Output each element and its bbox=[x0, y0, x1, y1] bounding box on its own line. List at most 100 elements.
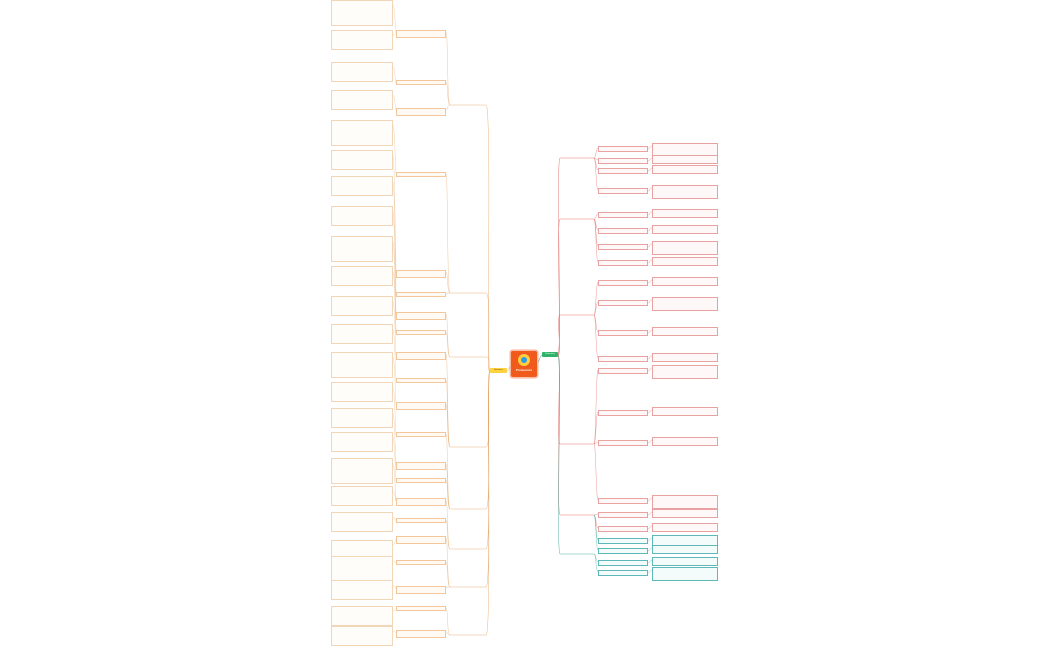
right-detail-node[interactable] bbox=[652, 523, 718, 532]
left-detail-block[interactable] bbox=[331, 408, 393, 428]
left-node[interactable] bbox=[396, 292, 446, 297]
left-detail-block[interactable] bbox=[331, 556, 393, 582]
left-node[interactable] bbox=[396, 586, 446, 594]
right-detail-node[interactable] bbox=[652, 155, 718, 164]
link-line bbox=[445, 561, 451, 588]
right-node[interactable] bbox=[598, 548, 648, 554]
right-detail-node[interactable] bbox=[652, 557, 718, 566]
link-line bbox=[593, 301, 599, 316]
right-detail-node[interactable] bbox=[652, 165, 718, 174]
right-node[interactable] bbox=[598, 168, 648, 174]
right-detail-node[interactable] bbox=[652, 365, 718, 379]
right-detail-node[interactable] bbox=[652, 545, 718, 554]
right-detail-node[interactable] bbox=[652, 495, 718, 509]
link-line bbox=[445, 433, 451, 510]
right-detail-node[interactable] bbox=[652, 241, 718, 255]
left-node[interactable] bbox=[396, 80, 446, 85]
left-detail-block[interactable] bbox=[331, 382, 393, 402]
link-line bbox=[593, 157, 599, 191]
left-detail-block[interactable] bbox=[331, 0, 393, 26]
root-node[interactable]: Proteomics bbox=[511, 351, 537, 377]
left-detail-block[interactable] bbox=[331, 266, 393, 286]
right-node[interactable] bbox=[598, 158, 648, 164]
link-line bbox=[445, 292, 451, 295]
left-node[interactable] bbox=[396, 30, 446, 38]
left-detail-block[interactable] bbox=[331, 236, 393, 262]
right-node[interactable] bbox=[598, 244, 648, 250]
left-node[interactable] bbox=[396, 478, 446, 483]
left-detail-block[interactable] bbox=[331, 324, 393, 344]
right-detail-node[interactable] bbox=[652, 327, 718, 336]
link-line bbox=[450, 292, 491, 372]
right-node[interactable] bbox=[598, 356, 648, 362]
right-node[interactable] bbox=[598, 526, 648, 532]
link-line bbox=[647, 145, 653, 150]
link-line bbox=[593, 281, 599, 316]
right-detail-node[interactable] bbox=[652, 225, 718, 234]
left-detail-block[interactable] bbox=[331, 120, 393, 146]
left-detail-block[interactable] bbox=[331, 30, 393, 50]
left-detail-block[interactable] bbox=[331, 176, 393, 196]
right-detail-node[interactable] bbox=[652, 509, 718, 518]
right-node[interactable] bbox=[598, 368, 648, 374]
hub-left[interactable]: Genomics bbox=[490, 368, 507, 373]
right-node[interactable] bbox=[598, 498, 648, 504]
link-line bbox=[593, 514, 599, 551]
link-line bbox=[647, 439, 653, 444]
right-detail-node[interactable] bbox=[652, 567, 718, 581]
right-detail-node[interactable] bbox=[652, 353, 718, 362]
right-detail-node[interactable] bbox=[652, 277, 718, 286]
left-detail-block[interactable] bbox=[331, 62, 393, 82]
left-node[interactable] bbox=[396, 560, 446, 565]
right-detail-node[interactable] bbox=[652, 185, 718, 199]
right-node[interactable] bbox=[598, 228, 648, 234]
left-node[interactable] bbox=[396, 432, 446, 437]
right-node[interactable] bbox=[598, 280, 648, 286]
left-detail-block[interactable] bbox=[331, 296, 393, 316]
left-node[interactable] bbox=[396, 312, 446, 320]
right-detail-node[interactable] bbox=[652, 437, 718, 446]
right-node[interactable] bbox=[598, 570, 648, 576]
hub-right[interactable]: Proteomics bbox=[542, 352, 558, 357]
right-node[interactable] bbox=[598, 146, 648, 152]
left-detail-block[interactable] bbox=[331, 580, 393, 600]
left-detail-block[interactable] bbox=[331, 606, 393, 626]
right-node[interactable] bbox=[598, 330, 648, 336]
right-node[interactable] bbox=[598, 410, 648, 416]
left-node[interactable] bbox=[396, 352, 446, 360]
left-node[interactable] bbox=[396, 330, 446, 335]
right-node[interactable] bbox=[598, 260, 648, 266]
right-node[interactable] bbox=[598, 188, 648, 194]
left-detail-block[interactable] bbox=[331, 458, 393, 484]
left-node[interactable] bbox=[396, 518, 446, 523]
link-line bbox=[445, 586, 451, 589]
right-detail-node[interactable] bbox=[652, 297, 718, 311]
right-detail-node[interactable] bbox=[652, 209, 718, 218]
right-node[interactable] bbox=[598, 512, 648, 518]
left-node[interactable] bbox=[396, 270, 446, 278]
left-detail-block[interactable] bbox=[331, 150, 393, 170]
left-detail-block[interactable] bbox=[331, 512, 393, 532]
right-node[interactable] bbox=[598, 440, 648, 446]
left-node[interactable] bbox=[396, 402, 446, 410]
right-node[interactable] bbox=[598, 560, 648, 566]
left-detail-block[interactable] bbox=[331, 626, 393, 646]
left-detail-block[interactable] bbox=[331, 486, 393, 506]
left-detail-block[interactable] bbox=[331, 352, 393, 378]
right-node[interactable] bbox=[598, 538, 648, 544]
left-detail-block[interactable] bbox=[331, 432, 393, 452]
left-node[interactable] bbox=[396, 172, 446, 177]
left-detail-block[interactable] bbox=[331, 206, 393, 226]
left-node[interactable] bbox=[396, 462, 446, 470]
left-node[interactable] bbox=[396, 536, 446, 544]
right-node[interactable] bbox=[598, 212, 648, 218]
left-node[interactable] bbox=[396, 498, 446, 506]
left-node[interactable] bbox=[396, 108, 446, 116]
left-detail-block[interactable] bbox=[331, 90, 393, 110]
left-node[interactable] bbox=[396, 606, 446, 611]
left-node[interactable] bbox=[396, 378, 446, 383]
right-detail-node[interactable] bbox=[652, 257, 718, 266]
left-node[interactable] bbox=[396, 630, 446, 638]
right-detail-node[interactable] bbox=[652, 407, 718, 416]
right-node[interactable] bbox=[598, 300, 648, 306]
